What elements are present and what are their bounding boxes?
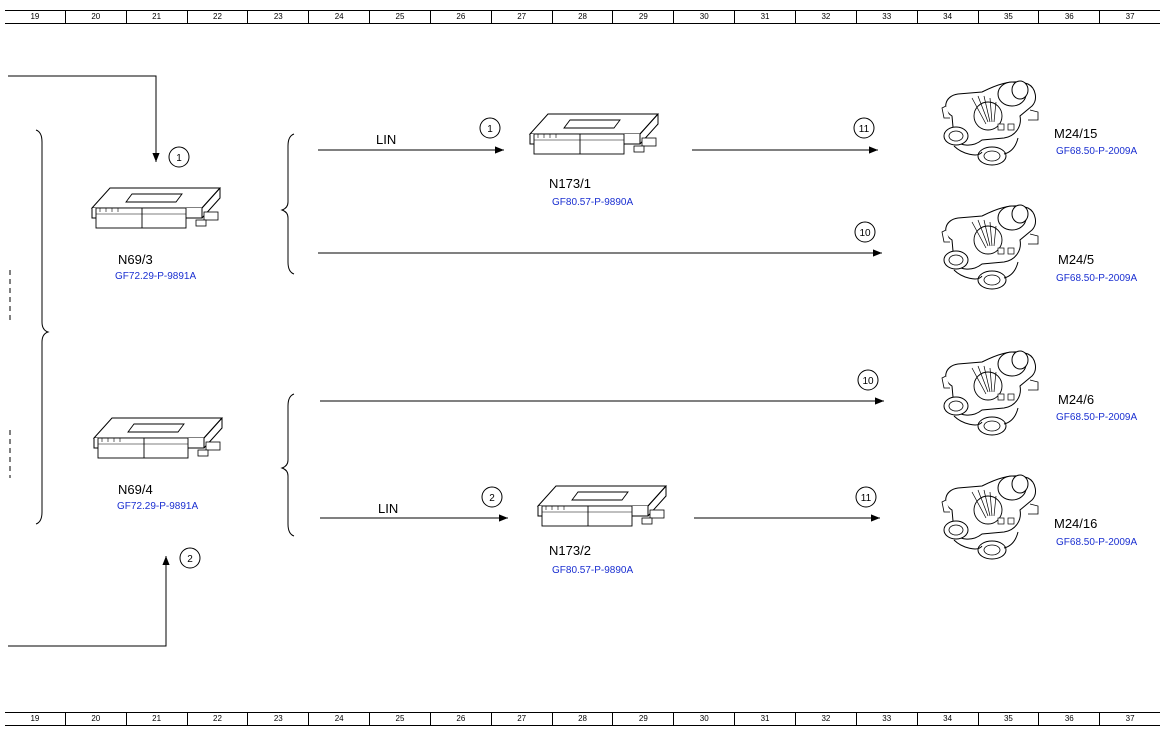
motor-m24-6-label: M24/6 bbox=[1058, 392, 1094, 407]
grid-cell: 29 bbox=[612, 11, 673, 23]
grid-cell: 25 bbox=[369, 713, 430, 725]
module-n173-1-label: N173/1 bbox=[549, 176, 591, 191]
grid-cell: 20 bbox=[64, 11, 126, 23]
lower-brace bbox=[280, 393, 295, 537]
grid-cell: 26 bbox=[429, 11, 491, 23]
module-n69-3-icon bbox=[91, 187, 221, 229]
motor-m24-5-label: M24/5 bbox=[1058, 252, 1094, 267]
marker-10b: 10 bbox=[857, 369, 879, 391]
marker-2b-text: 2 bbox=[489, 493, 495, 504]
grid-cell: 19 bbox=[30, 12, 40, 21]
motor-m24-5-ref[interactable]: GF68.50-P-2009A bbox=[1056, 273, 1137, 284]
marker-10b-text: 10 bbox=[862, 376, 874, 387]
marker-11a-text: 11 bbox=[859, 124, 870, 135]
grid-cell: 21 bbox=[125, 713, 187, 725]
lin-label-2: LIN bbox=[378, 501, 398, 516]
grid-cell: 19 bbox=[30, 714, 40, 723]
motor-m24-6-ref[interactable]: GF68.50-P-2009A bbox=[1056, 412, 1137, 423]
marker-10a-text: 10 bbox=[859, 228, 871, 239]
grid-cell: 26 bbox=[429, 713, 491, 725]
marker-10a: 10 bbox=[854, 221, 876, 243]
grid-cell: 27 bbox=[490, 11, 552, 23]
upper-brace bbox=[280, 133, 295, 275]
module-n173-2-label: N173/2 bbox=[549, 543, 591, 558]
motor-m24-16-label: M24/16 bbox=[1054, 516, 1097, 531]
grid-cell: 22 bbox=[186, 713, 248, 725]
marker-1b: 1 bbox=[479, 117, 501, 139]
marker-11b: 11 bbox=[855, 486, 877, 508]
left-brace bbox=[35, 129, 50, 525]
grid-cell: 30 bbox=[673, 713, 734, 725]
grid-cell: 33 bbox=[855, 713, 917, 725]
grid-cell: 21 bbox=[125, 11, 187, 23]
grid-cell: 34 bbox=[916, 713, 978, 725]
grid-cell: 36 bbox=[1038, 713, 1099, 725]
grid-cell: 23 bbox=[247, 713, 308, 725]
grid-cell: 20 bbox=[64, 713, 126, 725]
grid-cell: 34 bbox=[916, 11, 978, 23]
module-n69-3-label: N69/3 bbox=[118, 252, 153, 267]
grid-cell: 29 bbox=[612, 713, 673, 725]
motor-m24-15-ref[interactable]: GF68.50-P-2009A bbox=[1056, 146, 1137, 157]
grid-cell: 27 bbox=[490, 713, 552, 725]
grid-cell: 31 bbox=[734, 713, 795, 725]
grid-cell: 36 bbox=[1038, 11, 1099, 23]
marker-1b-text: 1 bbox=[487, 124, 493, 135]
grid-cell: 37 bbox=[1099, 11, 1160, 23]
grid-cell: 24 bbox=[308, 11, 369, 23]
grid-cell: 33 bbox=[855, 11, 917, 23]
marker-1a: 1 bbox=[168, 146, 190, 168]
motor-m24-15-label: M24/15 bbox=[1054, 126, 1097, 141]
grid-cell: 32 bbox=[794, 713, 856, 725]
motor-m24-16-icon bbox=[941, 474, 1039, 560]
marker-11b-text: 11 bbox=[861, 493, 872, 504]
grid-cell: 24 bbox=[308, 713, 369, 725]
grid-cell: 28 bbox=[551, 11, 613, 23]
grid-cell: 35 bbox=[977, 11, 1039, 23]
lin-label-1: LIN bbox=[376, 132, 396, 147]
module-n69-3-ref[interactable]: GF72.29-P-9891A bbox=[115, 271, 196, 282]
grid-cell: 22 bbox=[186, 11, 248, 23]
grid-cell: 35 bbox=[977, 713, 1039, 725]
bus-line-bottom bbox=[8, 556, 170, 647]
column-grid-top: 19 20 21 22 23 24 25 26 27 28 29 30 31 3… bbox=[5, 10, 1160, 24]
grid-cell: 28 bbox=[551, 713, 613, 725]
module-n173-2-icon bbox=[537, 485, 667, 527]
grid-cell: 32 bbox=[794, 11, 856, 23]
motor-m24-16-ref[interactable]: GF68.50-P-2009A bbox=[1056, 537, 1137, 548]
motor-m24-6-icon bbox=[941, 350, 1039, 436]
motor-m24-15-icon bbox=[941, 80, 1039, 166]
module-n173-1-icon bbox=[529, 113, 659, 155]
grid-cell: 37 bbox=[1099, 713, 1160, 725]
grid-cell: 31 bbox=[734, 11, 795, 23]
module-n69-4-icon bbox=[93, 417, 223, 459]
module-n69-4-ref[interactable]: GF72.29-P-9891A bbox=[117, 501, 198, 512]
grid-cell: 25 bbox=[369, 11, 430, 23]
module-n173-1-ref[interactable]: GF80.57-P-9890A bbox=[552, 197, 633, 208]
column-grid-bottom: 19 20 21 22 23 24 25 26 27 28 29 30 31 3… bbox=[5, 712, 1160, 726]
marker-2a-text: 2 bbox=[187, 554, 193, 565]
grid-cell: 30 bbox=[673, 11, 734, 23]
bus-line-top bbox=[8, 75, 160, 162]
marker-11a: 11 bbox=[853, 117, 875, 139]
module-n173-2-ref[interactable]: GF80.57-P-9890A bbox=[552, 565, 633, 576]
motor-m24-5-icon bbox=[941, 204, 1039, 290]
marker-2a: 2 bbox=[179, 547, 201, 569]
grid-cell: 23 bbox=[247, 11, 308, 23]
module-n69-4-label: N69/4 bbox=[118, 482, 153, 497]
marker-2b: 2 bbox=[481, 486, 503, 508]
marker-1a-text: 1 bbox=[176, 153, 182, 164]
